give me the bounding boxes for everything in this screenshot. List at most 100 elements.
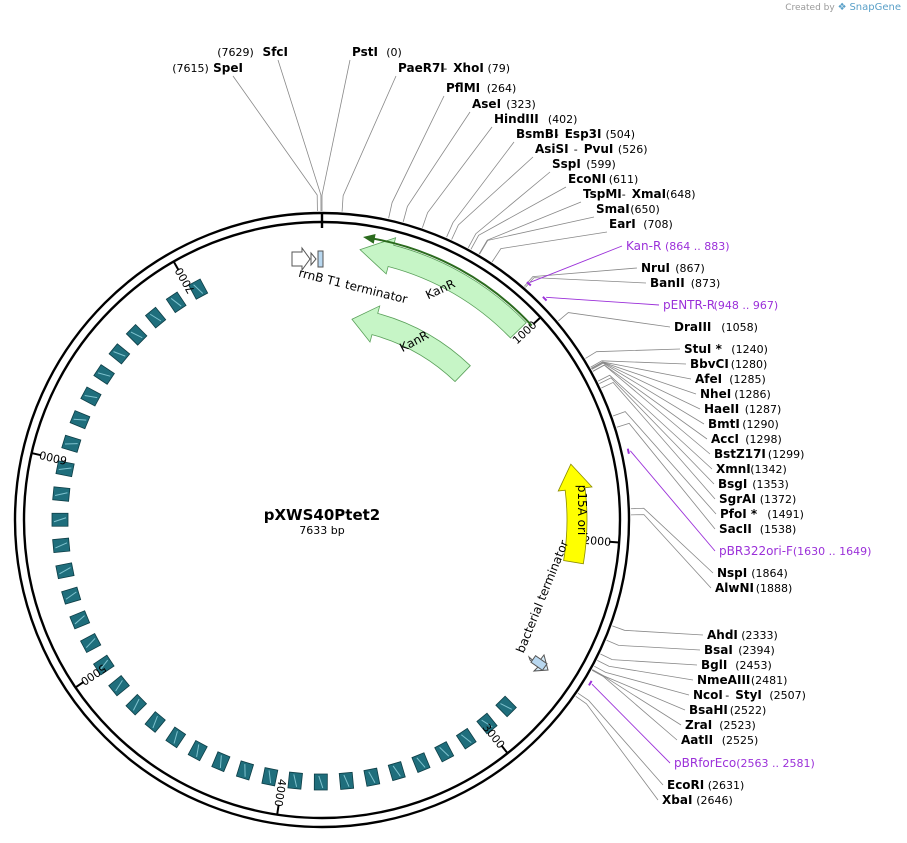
site-name[interactable]: NheI — [700, 387, 731, 401]
enzyme-label[interactable]: BmtI(1290) — [708, 417, 779, 431]
enzyme-label[interactable]: EarI(708) — [609, 217, 673, 231]
terminator-arrow[interactable] — [310, 251, 317, 267]
primer-name[interactable]: pBR322ori-F — [719, 544, 793, 558]
site-name[interactable]: Esp3I — [565, 127, 602, 141]
site-name[interactable]: BanII — [650, 276, 685, 290]
primer-name[interactable]: Kan-R — [626, 239, 661, 253]
site-name[interactable]: HaeII — [704, 402, 739, 416]
enzyme-label[interactable]: AlwNI(1888) — [715, 581, 792, 595]
enzyme-label[interactable]: AhdI(2333) — [707, 628, 778, 642]
enzyme-label[interactable]: PaeR7I-XhoI(79) — [398, 61, 510, 75]
site-name[interactable]: StyI — [735, 688, 762, 702]
site-name[interactable]: PaeR7I — [398, 61, 445, 75]
primer-name[interactable]: pBRforEco — [674, 756, 736, 770]
site-name[interactable]: PflMI — [446, 81, 480, 95]
p15a-ori-arrow[interactable] — [557, 463, 593, 565]
enzyme-label[interactable]: BanII(873) — [650, 276, 720, 290]
site-name[interactable]: PfoI * — [720, 507, 758, 521]
site-name[interactable]: TspMI — [583, 187, 622, 201]
enzyme-label[interactable]: SspI(599) — [552, 157, 616, 171]
site-name[interactable]: SspI — [552, 157, 581, 171]
enzyme-label[interactable]: ZraI(2523) — [685, 718, 756, 732]
enzyme-label[interactable]: BstZ17I(1299) — [714, 447, 804, 461]
kanr-arrow[interactable] — [359, 237, 527, 339]
site-name[interactable]: EcoRI — [667, 778, 704, 792]
primer-binding-mark[interactable] — [626, 448, 630, 454]
site-name[interactable]: BsgI — [718, 477, 747, 491]
enzyme-label[interactable]: HindIII(402) — [494, 112, 577, 126]
primer-binding-mark[interactable] — [526, 281, 532, 287]
site-name[interactable]: AatII — [681, 733, 713, 747]
site-name[interactable]: BstZ17I — [714, 447, 766, 461]
enzyme-label[interactable]: PfoI *(1491) — [720, 507, 804, 521]
site-name[interactable]: PvuI — [584, 142, 614, 156]
site-name[interactable]: ZraI — [685, 718, 712, 732]
enzyme-label[interactable]: AsiSI-PvuI(526) — [535, 142, 648, 156]
site-name[interactable]: BsaHI — [689, 703, 728, 717]
enzyme-label[interactable]: XmnI(1342) — [716, 462, 787, 476]
site-name[interactable]: NmeAIII — [697, 673, 750, 687]
site-name[interactable]: PstI — [352, 45, 378, 59]
site-name[interactable]: SpeI — [213, 61, 243, 75]
enzyme-label[interactable]: StuI *(1240) — [684, 342, 768, 356]
enzyme-label[interactable]: XbaI(2646) — [662, 793, 733, 807]
enzyme-label[interactable]: SgrAI(1372) — [719, 492, 796, 506]
enzyme-label[interactable]: AatII(2525) — [681, 733, 758, 747]
enzyme-label[interactable]: NheI(1286) — [700, 387, 771, 401]
enzyme-label[interactable]: BsaHI(2522) — [689, 703, 766, 717]
site-name[interactable]: SacII — [719, 522, 752, 536]
enzyme-label[interactable]: AccI(1298) — [711, 432, 782, 446]
enzyme-label[interactable]: BsgI(1353) — [718, 477, 789, 491]
site-name[interactable]: SfcI — [263, 45, 288, 59]
site-name[interactable]: BglI — [701, 658, 727, 672]
primer-name[interactable]: pENTR-R — [663, 298, 715, 312]
enzyme-label[interactable]: TspMI-XmaI(648) — [583, 187, 696, 201]
terminator-block[interactable] — [530, 655, 548, 671]
primer-binding-mark[interactable] — [588, 680, 593, 686]
site-name[interactable]: StuI * — [684, 342, 723, 356]
site-name[interactable]: XmnI — [716, 462, 751, 476]
site-name[interactable]: BsmBI — [516, 127, 558, 141]
enzyme-label[interactable]: SmaI(650) — [596, 202, 660, 216]
enzyme-label[interactable]: EcoRI(2631) — [667, 778, 744, 792]
terminator-arrow[interactable] — [291, 246, 311, 272]
terminator-block[interactable] — [317, 250, 324, 268]
site-name[interactable]: SgrAI — [719, 492, 756, 506]
site-name[interactable]: AfeI — [695, 372, 722, 386]
enzyme-label[interactable]: BglI(2453) — [701, 658, 772, 672]
enzyme-label[interactable]: SacII(1538) — [719, 522, 796, 536]
feature-bacterial-terminator[interactable]: bacterial terminator — [513, 538, 571, 672]
feature-kanr-inner[interactable]: KanR — [351, 305, 471, 383]
primer-label[interactable]: pENTR-R(948 .. 967) — [663, 298, 778, 312]
site-name[interactable]: AhdI — [707, 628, 738, 642]
site-name[interactable]: XhoI — [453, 61, 484, 75]
site-name[interactable]: AseI — [472, 97, 501, 111]
kanr-arrow[interactable] — [351, 305, 471, 383]
site-name[interactable]: AlwNI — [715, 581, 754, 595]
site-name[interactable]: AsiSI — [535, 142, 569, 156]
site-name[interactable]: XmaI — [632, 187, 666, 201]
site-name[interactable]: NspI — [717, 566, 747, 580]
enzyme-label[interactable]: AseI(323) — [472, 97, 536, 111]
site-name[interactable]: BbvCI — [690, 357, 729, 371]
enzyme-label[interactable]: PstI(0) — [352, 45, 402, 59]
feature-p15a-ori[interactable]: p15A ori — [557, 463, 593, 565]
enzyme-label[interactable]: NruI(867) — [641, 261, 705, 275]
enzyme-label[interactable]: BsaI(2394) — [704, 643, 775, 657]
primer-label[interactable]: Kan-R(864 .. 883) — [626, 239, 730, 253]
site-name[interactable]: HindIII — [494, 112, 539, 126]
enzyme-label[interactable]: EcoNI(611) — [568, 172, 638, 186]
enzyme-label[interactable]: NmeAIII(2481) — [697, 673, 787, 687]
site-name[interactable]: EarI — [609, 217, 636, 231]
site-name[interactable]: NcoI — [693, 688, 723, 702]
enzyme-label[interactable]: NcoI-StyI(2507) — [693, 688, 806, 702]
site-name[interactable]: AccI — [711, 432, 739, 446]
site-name[interactable]: NruI — [641, 261, 670, 275]
enzyme-label[interactable]: DraIII(1058) — [674, 320, 758, 334]
site-name[interactable]: XbaI — [662, 793, 692, 807]
primer-label[interactable]: pBRforEco(2563 .. 2581) — [674, 756, 815, 770]
site-name[interactable]: EcoNI — [568, 172, 606, 186]
site-name[interactable]: BsaI — [704, 643, 733, 657]
primer-label[interactable]: pBR322ori-F(1630 .. 1649) — [719, 544, 871, 558]
enzyme-label[interactable]: NspI(1864) — [717, 566, 788, 580]
